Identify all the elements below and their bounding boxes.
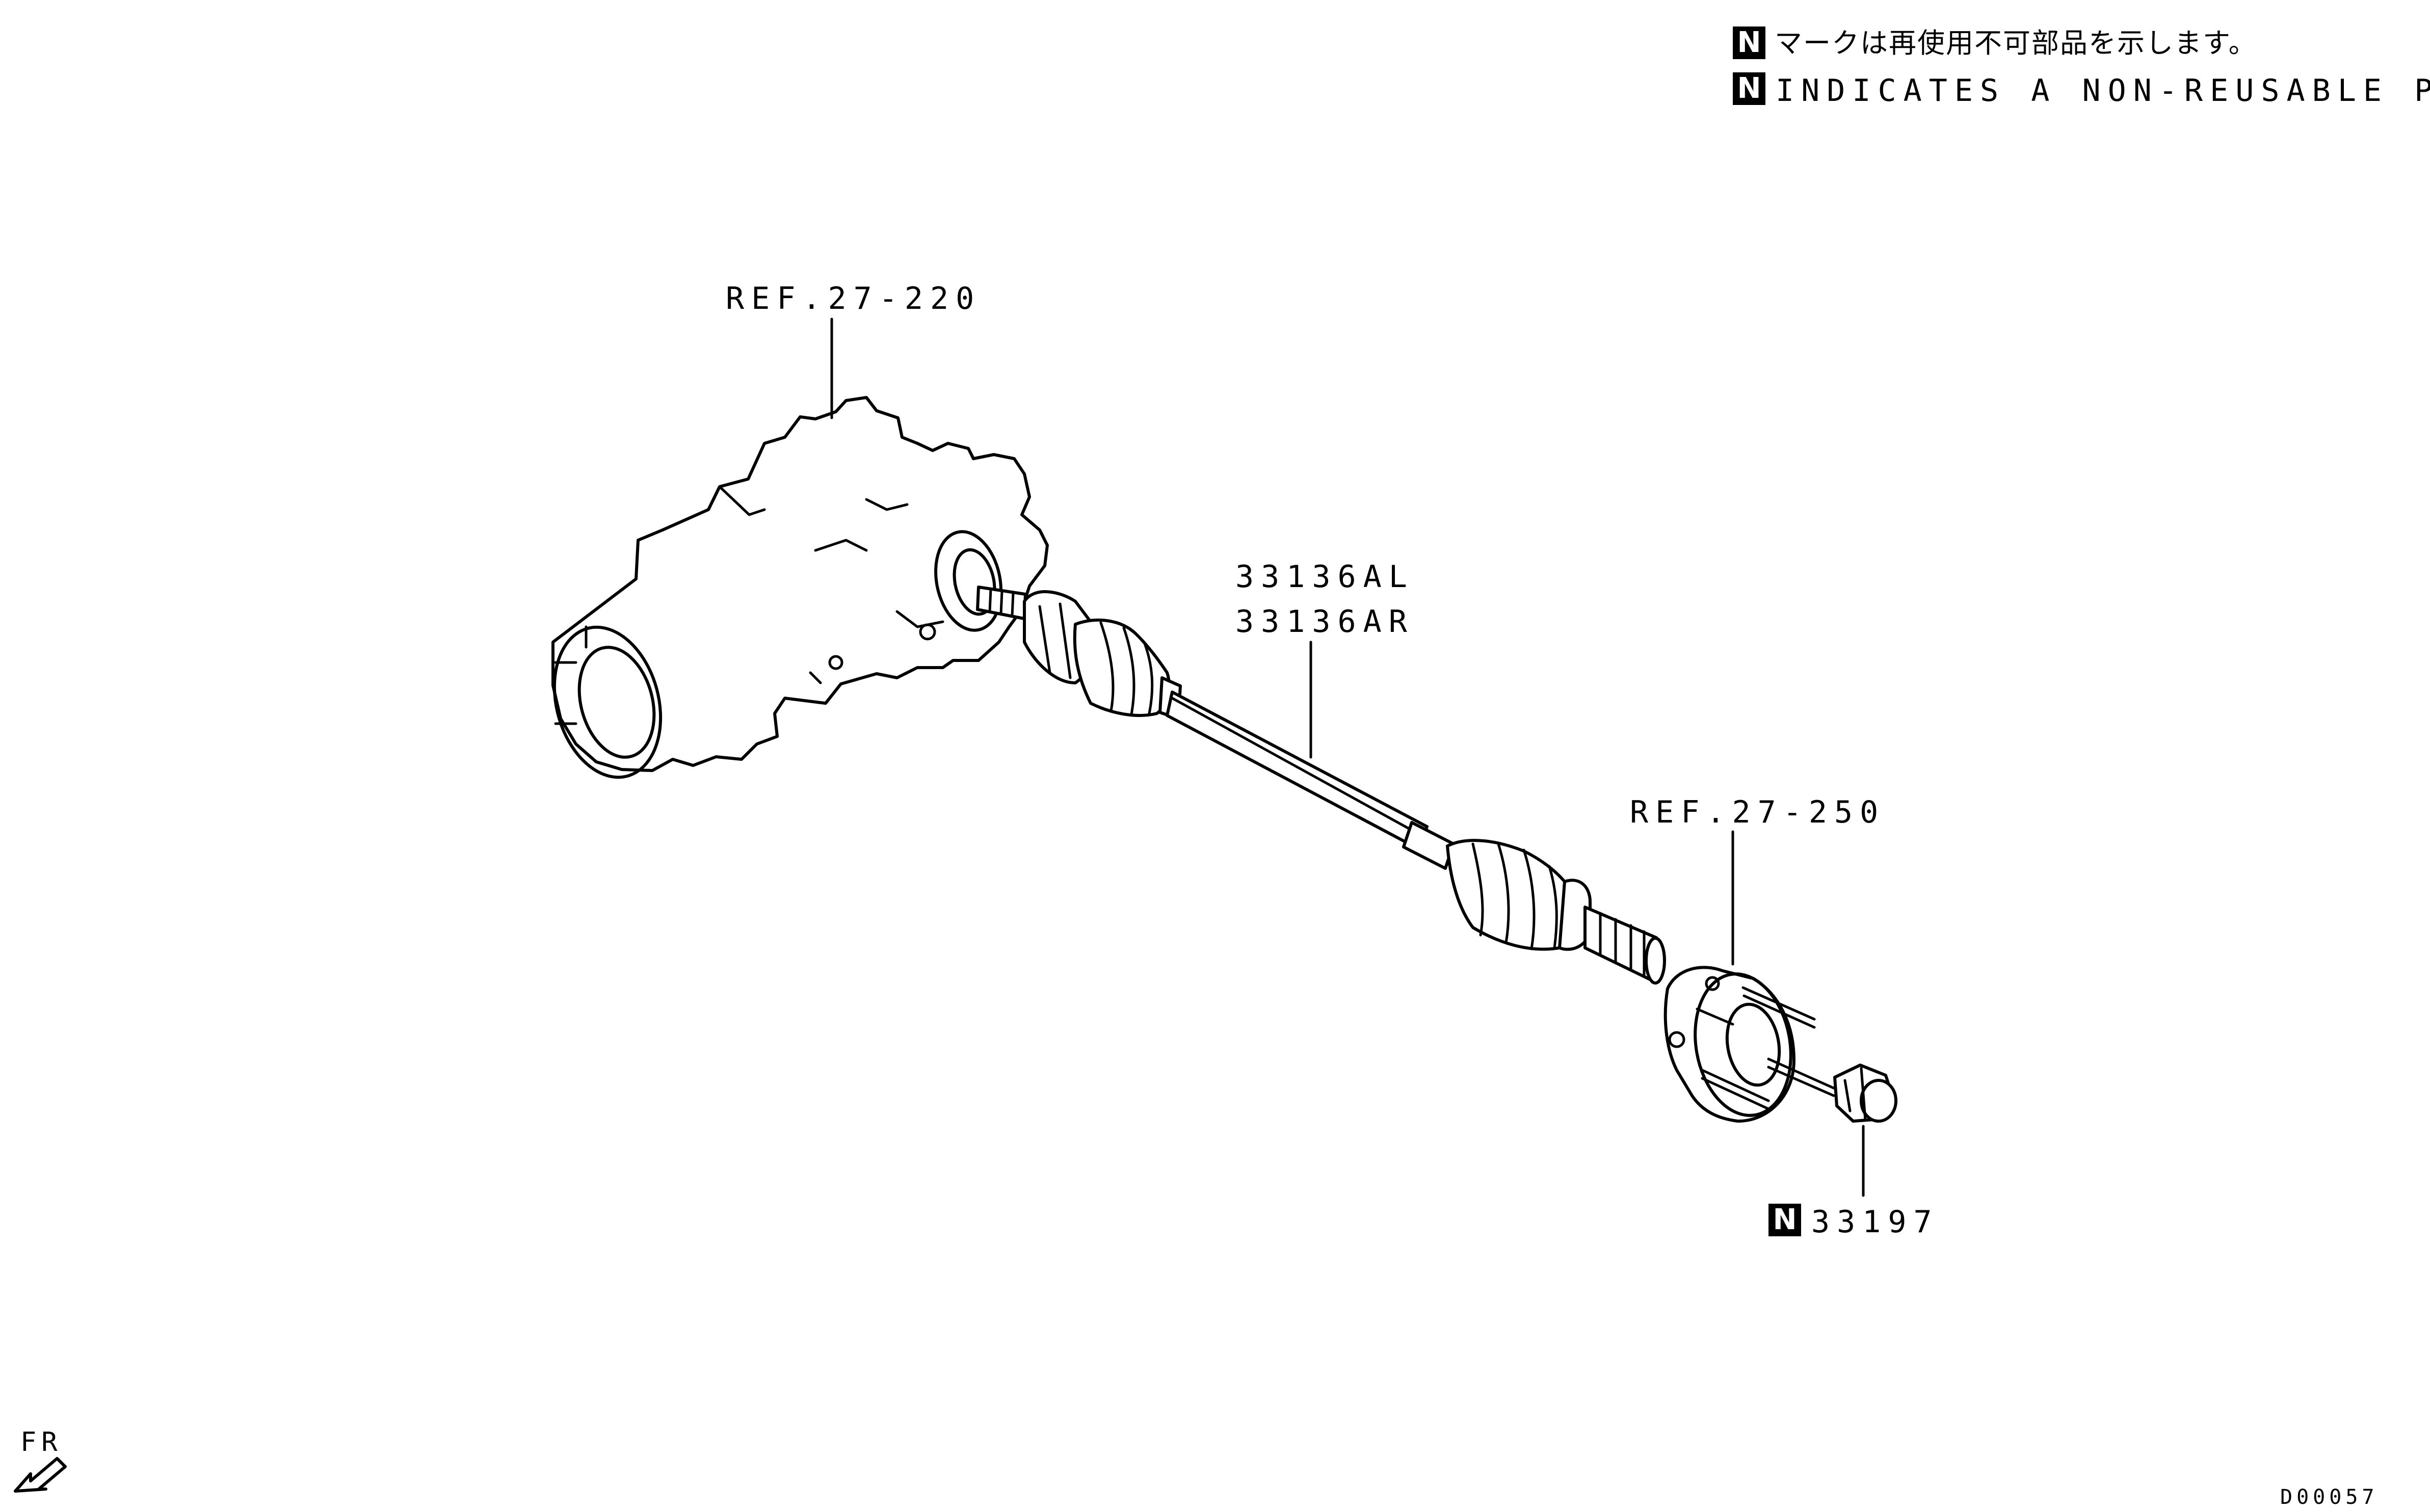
legend-text-en: INDICATES A NON-REUSABLE PART. <box>1776 73 2430 109</box>
callout-nut-part: 33197 <box>1811 1204 1939 1240</box>
wheel-hub <box>1663 966 1836 1123</box>
drive-shaft <box>976 586 1666 985</box>
non-reusable-badge: N <box>1733 26 1765 59</box>
leader-lines <box>830 317 1865 1197</box>
callout-shaft-right: 33136AR <box>1235 604 1414 640</box>
callout-shaft-left: 33136AL <box>1235 559 1414 595</box>
legend-text-jp: マークは再使用不可部品を示します。 <box>1775 27 2257 59</box>
nut-non-reusable-badge: N <box>1768 1204 1801 1236</box>
callout-transfer-ref: REF.27-220 <box>726 281 982 316</box>
hub-nut <box>1833 1064 1897 1123</box>
front-arrow-icon <box>14 1457 67 1493</box>
non-reusable-badge-2: N <box>1733 72 1765 105</box>
figure-id: D00057 <box>2280 1486 2379 1509</box>
callout-hub-ref: REF.27-250 <box>1630 794 1886 830</box>
front-direction-label: FR <box>20 1427 63 1457</box>
transfer-case <box>551 396 1049 779</box>
